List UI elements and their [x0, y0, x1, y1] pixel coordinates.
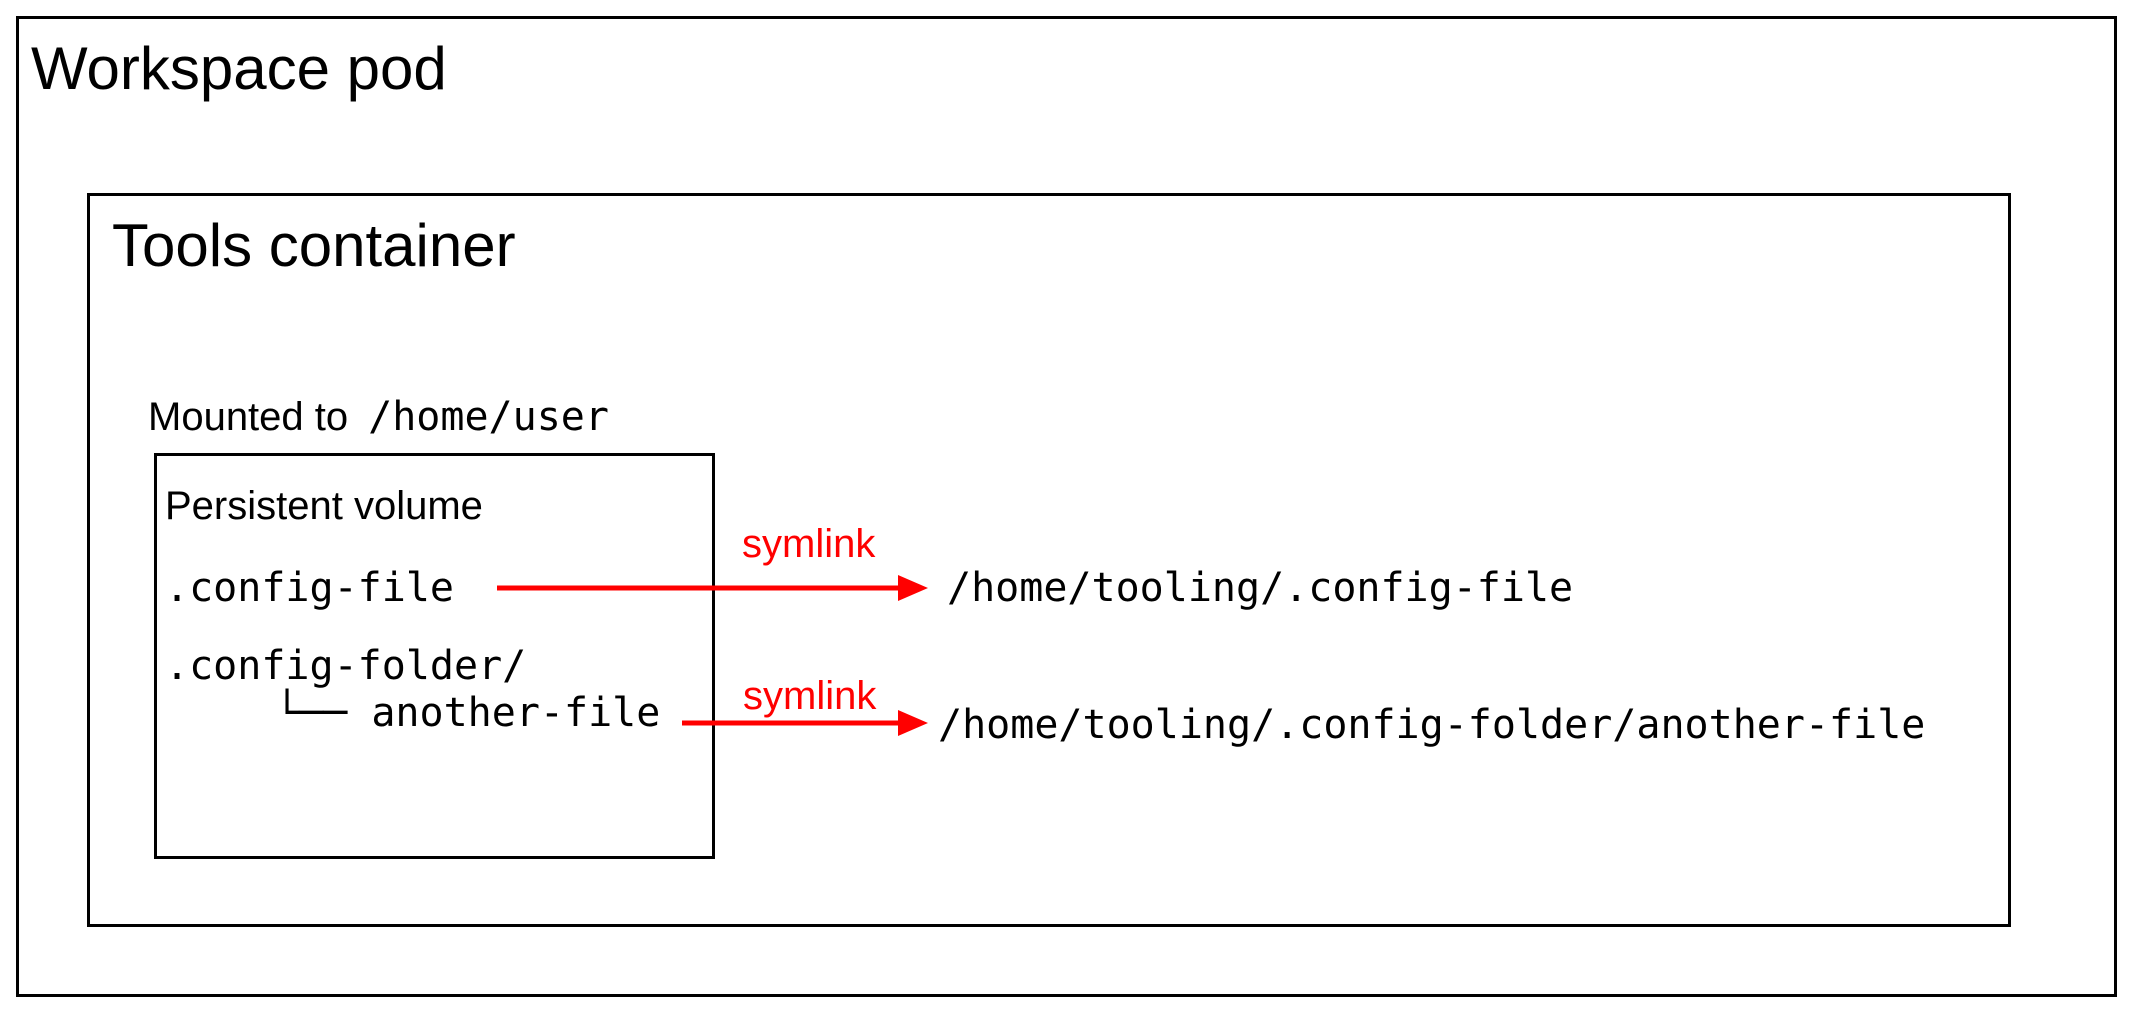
tools-container-box — [87, 193, 2011, 927]
file-entry-config-folder: .config-folder/ — [165, 643, 527, 689]
mount-label-prefix: Mounted to — [148, 395, 349, 439]
symlink-label-1: symlink — [742, 522, 876, 566]
tools-container-title: Tools container — [112, 212, 516, 279]
persistent-volume-box — [154, 453, 715, 859]
symlink-label-2: symlink — [743, 674, 877, 718]
symlink-target-2: /home/tooling/.config-folder/another-fil… — [938, 702, 1926, 748]
file-entry-config-file: .config-file — [165, 565, 454, 611]
file-entry-another-file: └── another-file — [275, 690, 661, 736]
workspace-pod-box — [16, 16, 2117, 997]
workspace-pod-title: Workspace pod — [31, 35, 447, 102]
mount-path: /home/user — [368, 394, 609, 440]
persistent-volume-title: Persistent volume — [165, 484, 483, 528]
symlink-target-1: /home/tooling/.config-file — [947, 565, 1574, 611]
mount-label: Mounted to/home/user — [148, 397, 609, 437]
